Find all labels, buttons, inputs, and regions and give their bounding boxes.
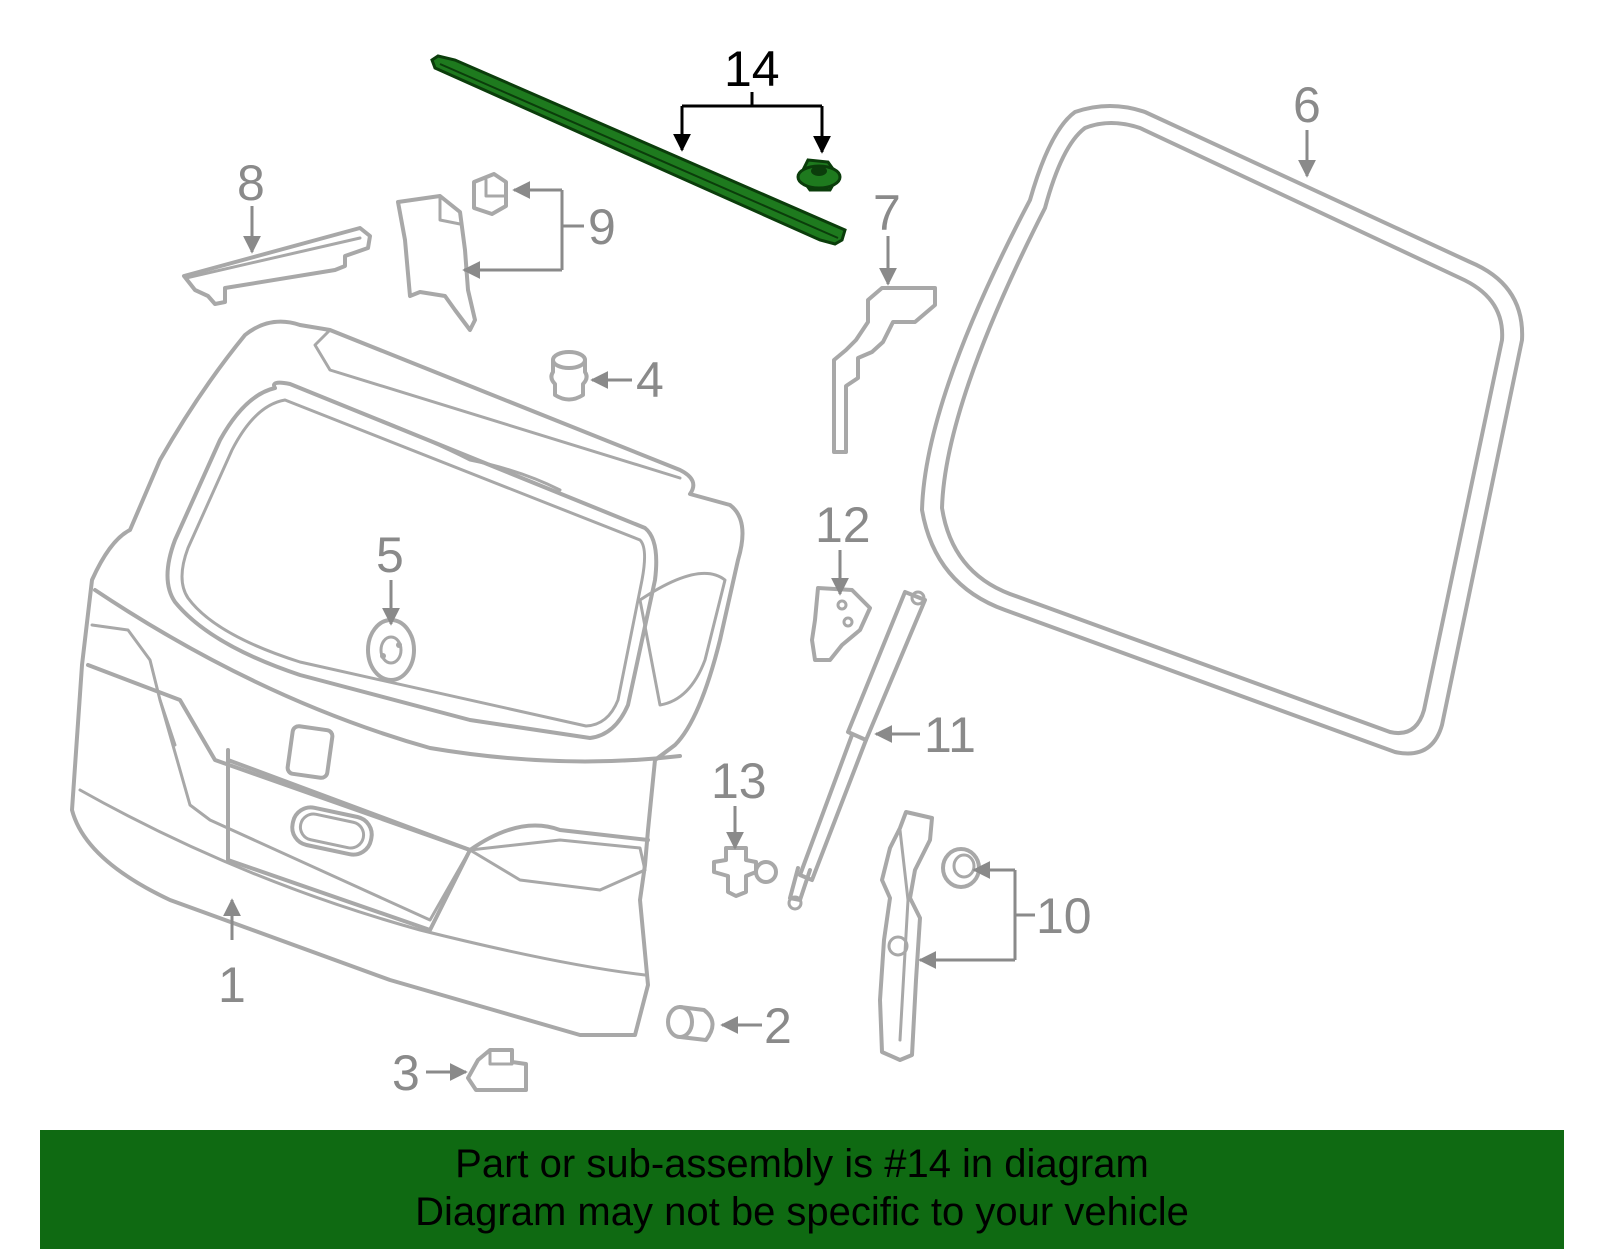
part-7-bracket[interactable] <box>832 286 937 454</box>
callout-10: 10 <box>1036 888 1092 944</box>
part-6-glass-seal[interactable] <box>920 104 1525 756</box>
callout-4: 4 <box>636 352 664 408</box>
part-14-nut[interactable] <box>796 158 842 192</box>
callout-9-leader <box>462 181 584 279</box>
callout-5: 5 <box>376 527 404 583</box>
callout-1: 1 <box>218 957 246 1013</box>
callout-7: 7 <box>873 185 901 241</box>
callout-12: 12 <box>815 497 871 553</box>
part-10-bracket[interactable] <box>878 810 934 1062</box>
callout-2: 2 <box>764 998 792 1054</box>
callout-14: 14 <box>724 41 780 97</box>
part-9-clip[interactable] <box>472 172 508 216</box>
info-banner: Part or sub-assembly is #14 in diagram D… <box>40 1130 1564 1249</box>
callout-8: 8 <box>237 155 265 211</box>
parts-diagram: 14 6 7 8 9 4 <box>70 41 1525 1101</box>
part-12-bracket[interactable] <box>810 586 872 662</box>
callout-13: 13 <box>711 753 767 809</box>
part-3-clip[interactable] <box>466 1048 528 1092</box>
callout-3: 3 <box>392 1045 420 1101</box>
part-1-tailgate[interactable] <box>70 319 745 1037</box>
callout-9: 9 <box>588 199 616 255</box>
part-11-gas-strut[interactable] <box>787 590 927 911</box>
callout-6: 6 <box>1293 77 1321 133</box>
callout-10-leader <box>918 861 1035 969</box>
part-8-trim[interactable] <box>182 226 372 306</box>
part-13-clip[interactable] <box>712 846 778 898</box>
part-4-bumper[interactable] <box>549 350 589 402</box>
callout-11: 11 <box>924 707 976 763</box>
part-5-grommet[interactable] <box>366 618 416 682</box>
part-2-bumper[interactable] <box>666 1005 715 1042</box>
callout-14-leader <box>673 92 831 154</box>
part-14-spoiler-strip[interactable] <box>430 54 847 246</box>
banner-line-part-number: Part or sub-assembly is #14 in diagram <box>455 1142 1149 1186</box>
part-9-cover[interactable] <box>396 194 477 332</box>
banner-line-disclaimer: Diagram may not be specific to your vehi… <box>415 1190 1189 1234</box>
part-10-cap[interactable] <box>941 847 981 889</box>
